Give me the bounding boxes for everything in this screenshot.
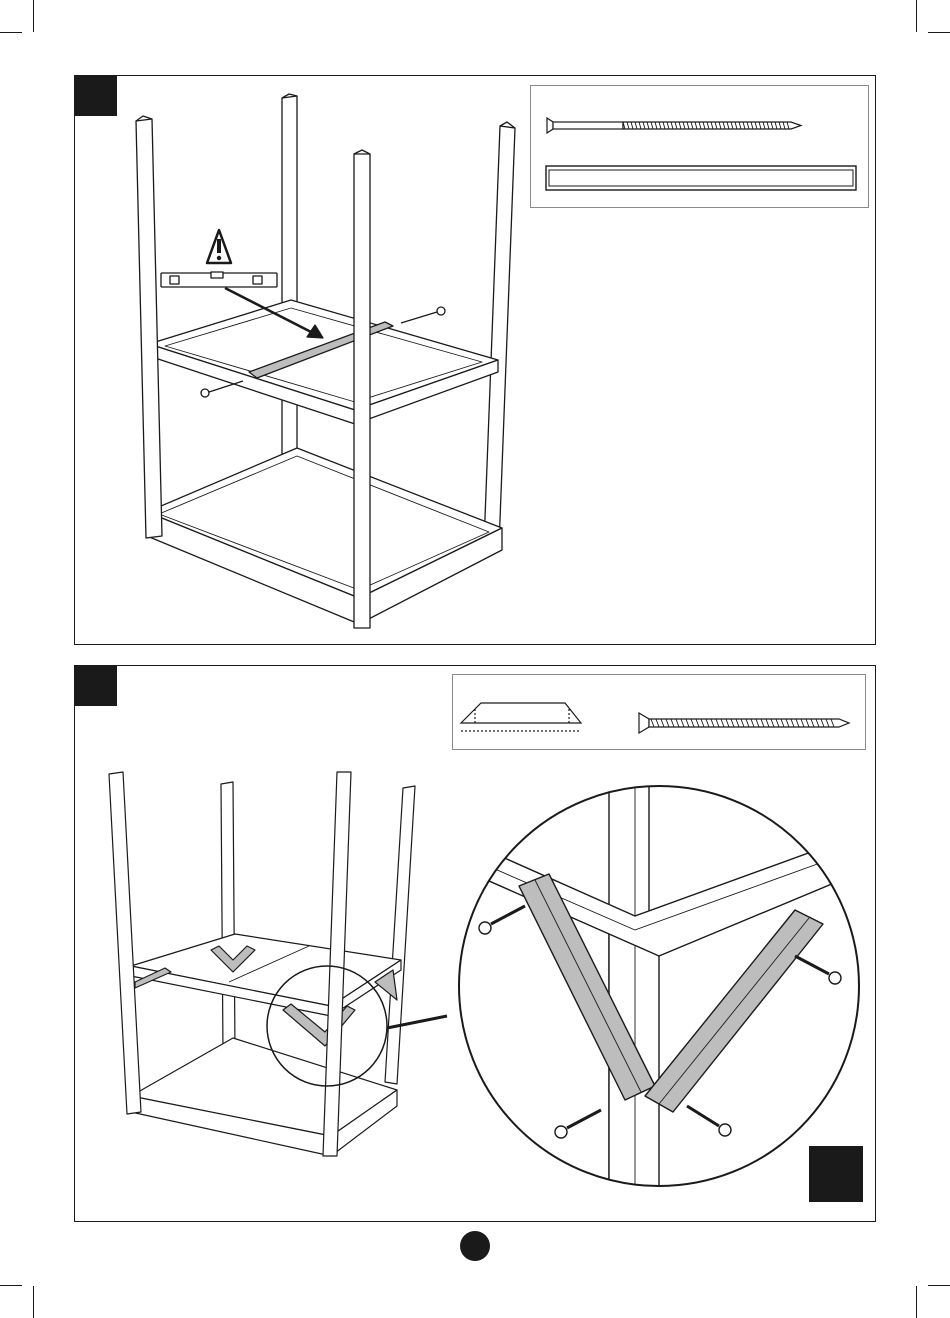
crop-mark-bottom-right-v xyxy=(916,1286,917,1318)
brace-detail-magnifier xyxy=(75,666,875,1221)
step-panel-1 xyxy=(74,75,876,645)
crop-mark-bottom-right-h xyxy=(928,1285,950,1286)
spirit-level-icon xyxy=(161,272,277,287)
warning-triangle-icon xyxy=(207,230,231,263)
crop-mark-top-left-v xyxy=(33,0,34,32)
crop-mark-bottom-left-v xyxy=(33,1286,34,1318)
page-number-dot xyxy=(460,1231,490,1261)
screw-right-icon xyxy=(401,307,445,323)
step-panel-2 xyxy=(74,665,876,1222)
crop-mark-top-right-h xyxy=(928,32,950,33)
crop-mark-bottom-left-h xyxy=(0,1285,22,1286)
corner-badge xyxy=(809,1146,863,1202)
screw-left-icon xyxy=(201,381,243,397)
frame-assembly-illustration xyxy=(75,76,875,644)
crop-mark-top-right-v xyxy=(916,0,917,32)
crop-mark-top-left-h xyxy=(0,32,22,33)
